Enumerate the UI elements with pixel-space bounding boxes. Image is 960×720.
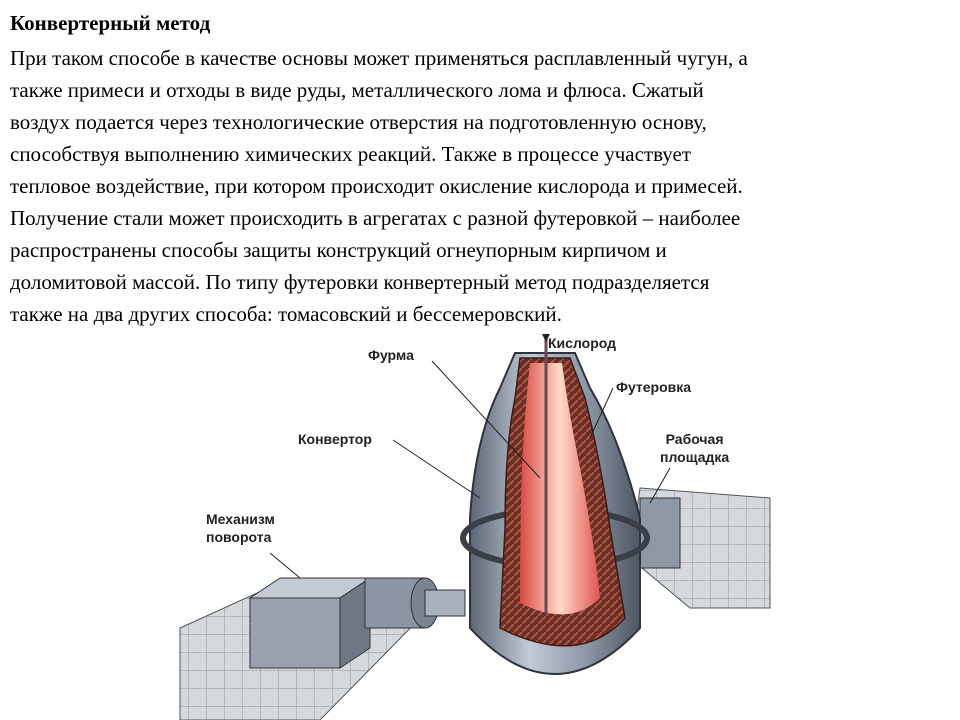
converter-illustration: Фурма Кислород Футеровка Рабочая площадк… <box>170 328 790 720</box>
leader-lines <box>269 360 671 579</box>
slide-heading: Конвертерный метод <box>10 11 211 35</box>
label-lining: Футеровка <box>616 379 692 395</box>
label-lance: Фурма <box>368 347 414 363</box>
oxygen-arrow-icon <box>542 334 550 342</box>
rotation-mechanism <box>248 577 466 669</box>
converter-drawing <box>179 334 771 720</box>
flame <box>520 363 600 615</box>
label-platform: Рабочая площадка <box>660 431 730 465</box>
slide-paragraph: При таком способе в качестве основы може… <box>10 46 748 326</box>
label-converter: Конвертор <box>298 431 372 447</box>
label-mechanism: Механизм поворота <box>206 511 275 545</box>
label-oxygen: Кислород <box>548 335 617 351</box>
